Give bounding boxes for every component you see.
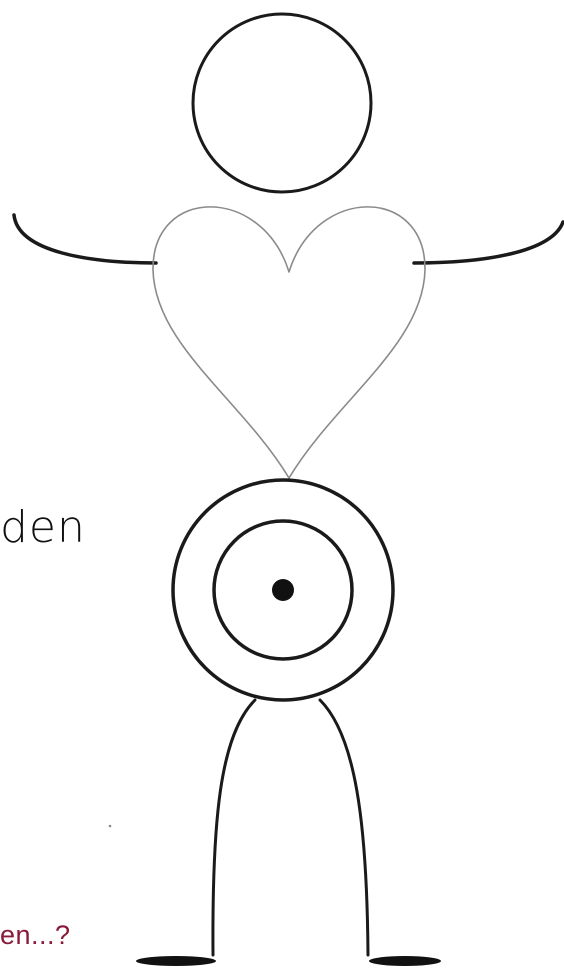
right-leg [320,700,368,955]
target-bullseye [272,579,294,601]
cropped-text-fragment: den [0,506,86,550]
right-foot [369,956,441,966]
head-circle [193,14,371,192]
left-leg [213,700,255,955]
cropped-question-text: en...? [0,922,71,949]
left-arm [14,215,156,263]
heart-icon [153,207,425,478]
right-arm [414,222,563,263]
stray-dot [109,825,112,828]
left-foot [136,956,216,966]
